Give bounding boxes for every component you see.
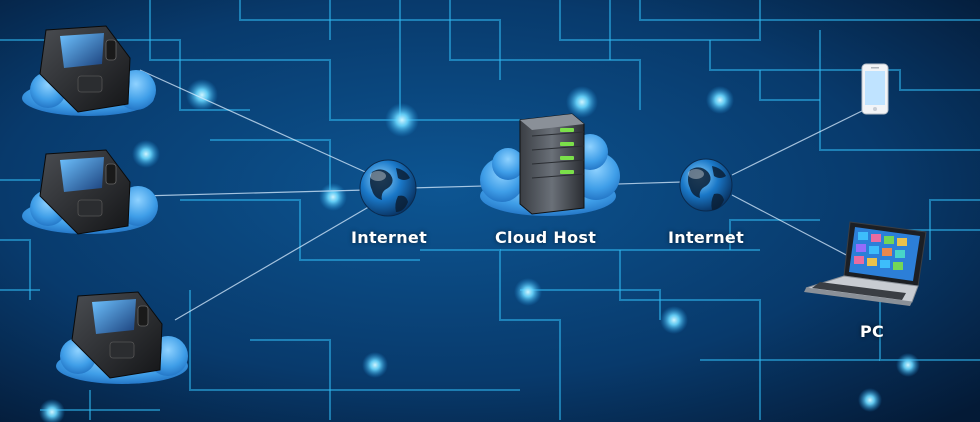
pc-label: PC <box>860 322 885 341</box>
face-terminal-1 <box>22 25 156 116</box>
cloud-host-server <box>480 113 620 216</box>
server-led <box>560 128 574 174</box>
internet-label-left: Internet <box>351 228 428 247</box>
globe-icon-right <box>679 158 733 212</box>
glow-nodes <box>39 79 920 422</box>
internet-label-right: Internet <box>668 228 745 247</box>
laptop-icon <box>804 221 927 306</box>
face-terminal-2 <box>22 149 158 235</box>
globe-icon-left <box>359 159 417 217</box>
connection-lines <box>139 69 869 321</box>
smartphone-icon <box>861 63 889 115</box>
cloud-host-label: Cloud Host <box>495 228 597 247</box>
face-terminal-3 <box>56 291 188 384</box>
